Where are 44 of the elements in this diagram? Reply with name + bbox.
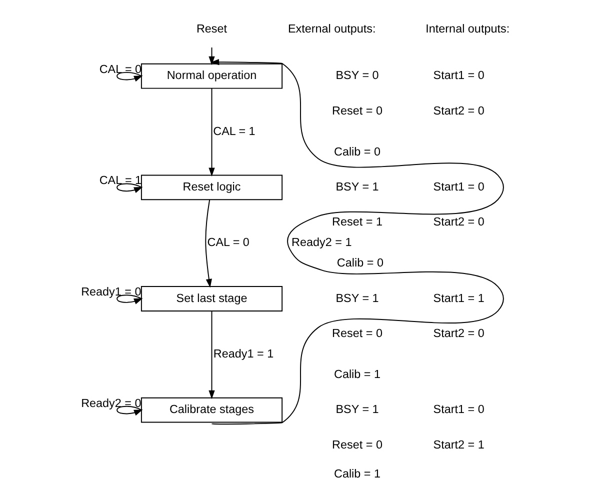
arrow <box>116 72 142 82</box>
label: Start1 = 0 <box>432 403 484 416</box>
label: Calib = 1 <box>334 368 380 381</box>
node-box: Reset logic <box>140 174 282 200</box>
arrow <box>116 294 142 304</box>
label: Reset = 0 <box>332 326 382 340</box>
label: Start2 = 0 <box>432 216 484 229</box>
label: Start1 = 0 <box>432 180 484 194</box>
label: Calib = 0 <box>336 256 383 270</box>
label: External outputs: <box>287 22 376 36</box>
arrow <box>208 310 214 400</box>
edge-label: CAL = 1 <box>212 124 255 138</box>
label: Calib = 0 <box>334 145 380 158</box>
label: Internal outputs: <box>425 22 510 36</box>
label: Start2 = 0 <box>432 104 484 118</box>
node-box: Normal operation <box>140 63 282 89</box>
label: Calib = 1 <box>334 468 380 481</box>
arrow <box>116 406 142 416</box>
edge-label: CAL = 0 <box>98 62 142 76</box>
label: Start1 = 1 <box>432 292 484 305</box>
node-box: Calibrate stages <box>140 397 282 423</box>
label: BSY = 0 <box>335 69 378 82</box>
edge-label: Ready1 = 0 <box>80 285 141 298</box>
edge-label: Ready2 = 1 <box>291 236 352 250</box>
label: Start2 = 1 <box>432 438 484 452</box>
label: Reset = 0 <box>332 438 382 452</box>
arrow <box>116 183 142 193</box>
edge-label: CAL = 0 <box>206 236 249 250</box>
node-box: Set last stage <box>140 286 282 312</box>
label: BSY = 1 <box>335 403 378 416</box>
label: BSY = 1 <box>335 292 378 305</box>
label: Reset = 0 <box>332 104 382 118</box>
edge-label: CAL = 1 <box>98 174 142 188</box>
label: Start1 = 0 <box>432 69 484 82</box>
edge-label: Ready1 = 1 <box>212 347 274 360</box>
label: Start2 = 0 <box>432 326 484 340</box>
label: BSY = 1 <box>335 180 378 194</box>
node-text: Reset <box>196 22 227 36</box>
edge-label: Ready2 = 0 <box>80 396 141 410</box>
arrow <box>204 199 212 288</box>
arrow <box>208 88 214 177</box>
arrow <box>208 47 214 66</box>
arrow <box>210 59 504 425</box>
label: Reset = 1 <box>332 216 382 229</box>
